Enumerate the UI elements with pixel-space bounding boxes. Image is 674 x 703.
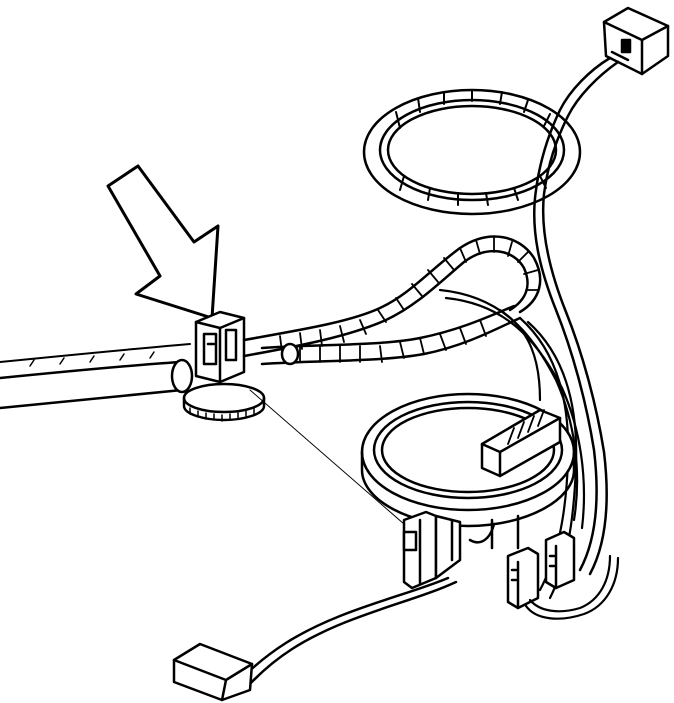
pump-body (402, 510, 520, 590)
guide-line (249, 389, 405, 525)
connector-small-2 (544, 530, 576, 590)
wire-harness (533, 56, 620, 576)
fuel-hose (0, 343, 194, 410)
pointer-arrow-icon (106, 164, 220, 320)
float-icon (172, 642, 254, 702)
connector-small-1 (506, 546, 540, 610)
float-arm-icon (238, 522, 496, 688)
lower-wires (524, 554, 620, 620)
corrugated-hose-upper (242, 235, 542, 358)
lock-ring-icon (362, 88, 582, 216)
corrugated-hose-lower (260, 304, 522, 366)
connector-plug-icon (602, 6, 670, 76)
fuel-pump-flange-icon (360, 392, 576, 528)
clip-base-gear (182, 382, 266, 422)
hose-clip (194, 310, 246, 384)
